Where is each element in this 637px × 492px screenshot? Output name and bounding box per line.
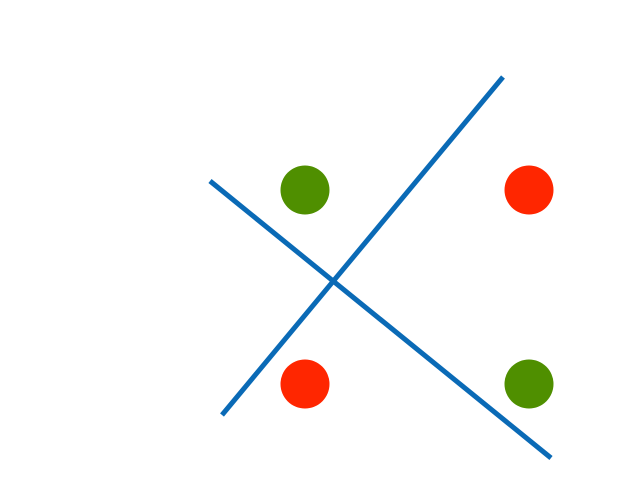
point-top-left-green: [280, 165, 330, 215]
point-bottom-left-red: [280, 359, 330, 409]
point-top-right-red: [504, 165, 554, 215]
point-bottom-right-green: [504, 359, 554, 409]
separator-line-2: [220, 75, 505, 417]
separator-line-1: [208, 179, 553, 460]
